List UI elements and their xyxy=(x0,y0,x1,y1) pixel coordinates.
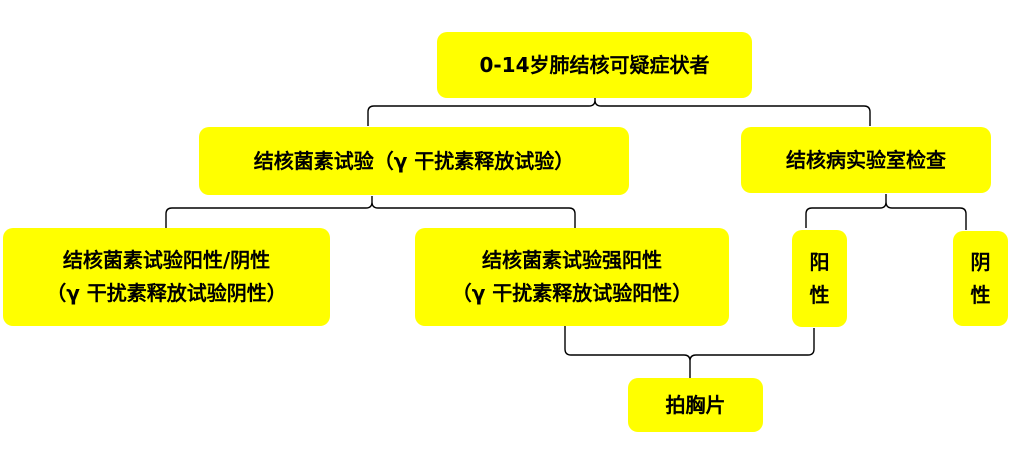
brace-root-to-level2 xyxy=(367,98,871,126)
node-lab-exam: 结核病实验室检查 xyxy=(741,127,991,193)
node-tst-strong-positive: 结核菌素试验强阳性 （γ 干扰素释放试验阳性） xyxy=(415,228,729,326)
node-tst-igra: 结核菌素试验（γ 干扰素释放试验） xyxy=(199,127,629,195)
brace-to-xray xyxy=(564,326,815,378)
node-lab-negative-line2: 性 xyxy=(970,282,991,307)
node-chest-xray-label: 拍胸片 xyxy=(665,392,726,417)
node-tst-igra-label: 结核菌素试验（γ 干扰素释放试验） xyxy=(253,148,575,173)
node-tst-positive-negative-line2: （γ 干扰素释放试验阴性） xyxy=(46,281,287,305)
node-tst-strong-positive-line1: 结核菌素试验强阳性 xyxy=(482,248,662,272)
node-suspected-tb-children-label: 0-14岁肺结核可疑症状者 xyxy=(479,52,710,77)
node-tst-positive-negative-line1: 结核菌素试验阳性/阴性 xyxy=(62,248,271,272)
node-lab-negative: 阴 性 xyxy=(953,231,1008,326)
node-suspected-tb-children: 0-14岁肺结核可疑症状者 xyxy=(437,32,752,98)
node-lab-negative-line1: 阴 xyxy=(970,249,991,274)
node-lab-positive: 阳 性 xyxy=(792,230,847,327)
node-chest-xray: 拍胸片 xyxy=(628,378,763,432)
node-tst-positive-negative: 结核菌素试验阳性/阴性 （γ 干扰素释放试验阴性） xyxy=(3,228,330,326)
node-lab-exam-label: 结核病实验室检查 xyxy=(786,147,946,172)
node-lab-positive-line2: 性 xyxy=(809,282,830,307)
brace-tst-to-level3 xyxy=(165,196,576,228)
node-lab-positive-line1: 阳 xyxy=(809,249,830,274)
node-tst-strong-positive-line2: （γ 干扰素释放试验阳性） xyxy=(451,281,693,305)
brace-lab-to-results xyxy=(805,194,967,230)
